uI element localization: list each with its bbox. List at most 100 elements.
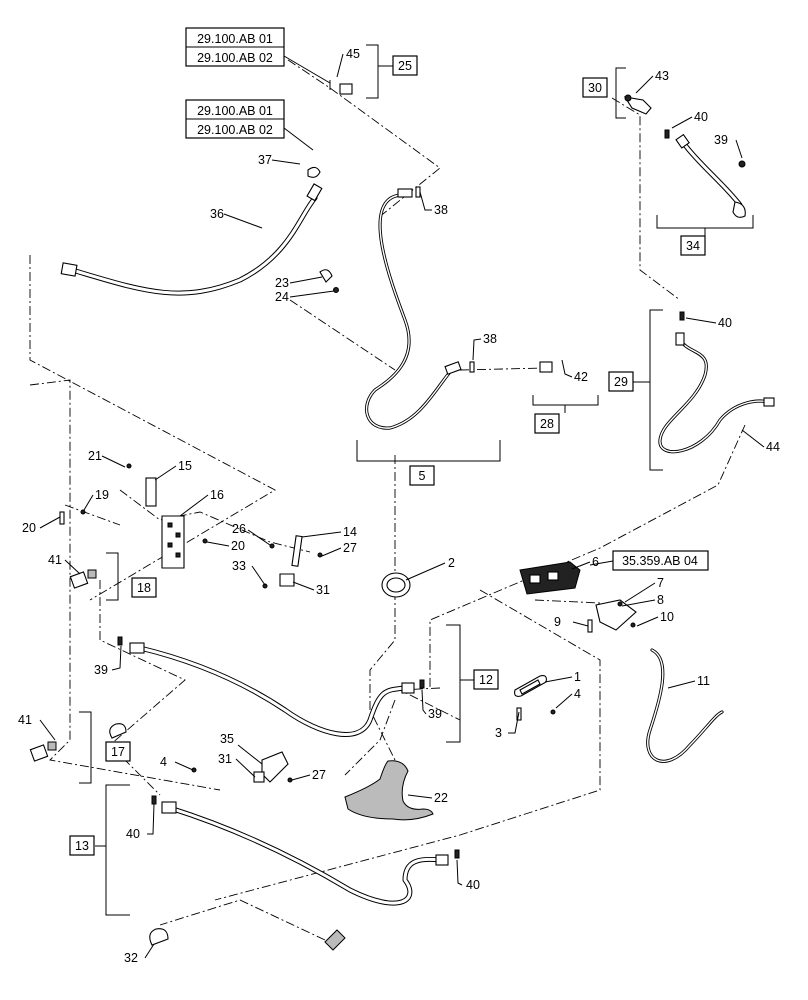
group-bracket-13: [95, 784, 130, 916]
callout-39: 39: [428, 707, 442, 721]
callout-12: 12: [479, 673, 493, 687]
fitting-41-upper: [69, 569, 97, 589]
hose-36: [60, 183, 323, 296]
callout-11: 11: [697, 674, 710, 688]
callout-4: 4: [574, 687, 581, 701]
callout-24: 24: [275, 290, 289, 304]
callout-2: 2: [448, 556, 455, 570]
callout-40: 40: [694, 110, 708, 124]
callout-25: 25: [398, 59, 412, 73]
callout-4: 4: [160, 755, 167, 769]
clamp-17: [109, 723, 127, 739]
tube-5: [365, 188, 462, 430]
group-bracket-17: [79, 711, 92, 784]
callout-13: 13: [75, 839, 89, 853]
valve-6: [519, 561, 581, 595]
group-bracket-34: [656, 215, 754, 236]
callout-40: 40: [466, 878, 480, 892]
clip-37: [307, 166, 321, 178]
ref-label: 35.359.AB 04: [622, 554, 698, 568]
callout-3: 3: [495, 726, 502, 740]
callout-40: 40: [718, 316, 732, 330]
callout-20: 20: [22, 521, 36, 535]
ref-label: 29.100.AB 02: [197, 51, 273, 65]
callout-5: 5: [419, 469, 426, 483]
callout-42: 42: [574, 370, 588, 384]
callout-36: 36: [210, 207, 224, 221]
fitting-43: [623, 94, 652, 115]
ref-label: 29.100.AB 02: [197, 123, 273, 137]
callout-41: 41: [48, 553, 62, 567]
reference-mid: 29.100.AB 01 29.100.AB 02: [185, 99, 314, 151]
callout-45: 45: [346, 47, 360, 61]
callout-29: 29: [614, 375, 628, 389]
callout-28: 28: [540, 417, 554, 431]
ref-label: 29.100.AB 01: [197, 104, 273, 118]
callout-44: 44: [766, 440, 780, 454]
group-bracket-30: [615, 67, 626, 119]
hose-39: [129, 642, 415, 737]
callout-26: 26: [232, 522, 246, 536]
callout-38: 38: [483, 332, 497, 346]
callout-14: 14: [343, 525, 357, 539]
callout-10: 10: [660, 610, 674, 624]
clamp-32: [149, 928, 169, 946]
lever-22: [344, 760, 434, 821]
callout-20: 20: [231, 539, 245, 553]
callout-17: 17: [111, 745, 125, 759]
callout-37: 37: [258, 153, 272, 167]
callout-32: 32: [124, 951, 138, 965]
tube-29: [658, 332, 775, 454]
grommet-2: [381, 572, 411, 598]
callout-34: 34: [686, 239, 700, 253]
callout-16: 16: [210, 488, 224, 502]
group-bracket-28: [532, 395, 599, 413]
group-bracket-12: [446, 624, 474, 743]
callout-33: 33: [232, 559, 246, 573]
callout-27: 27: [343, 541, 357, 555]
bracket-14: [262, 535, 323, 589]
oring-39-top: [738, 160, 746, 168]
reference-top: 29.100.AB 01 29.100.AB 02: [185, 27, 331, 84]
callout-35: 35: [220, 732, 234, 746]
leaders: [39, 53, 765, 959]
callout-40: 40: [126, 827, 140, 841]
callout-numbers: 45 37 36 38 23 24 38 42 43 40 39 40 44 2…: [18, 47, 780, 965]
fitting-45: [329, 80, 353, 95]
callout-7: 7: [657, 576, 664, 590]
harness-11: [646, 648, 724, 763]
callout-6: 6: [592, 555, 599, 569]
callout-9: 9: [554, 615, 561, 629]
group-bracket-25: [366, 44, 393, 99]
fitting-42: [539, 361, 553, 373]
callout-39: 39: [94, 663, 108, 677]
phantom-lines: [29, 59, 746, 941]
callout-15: 15: [178, 459, 192, 473]
callout-1: 1: [574, 670, 581, 684]
fitting-cap: [324, 929, 346, 951]
callout-41: 41: [18, 713, 32, 727]
callout-30: 30: [588, 81, 602, 95]
boxed-callouts: 25 30 34 28 29 5 18 12 17 13: [69, 55, 706, 856]
bracket-16: [59, 463, 208, 569]
oring-40: [117, 129, 685, 859]
callout-21: 21: [88, 449, 102, 463]
bracket-7: [587, 599, 637, 633]
group-bracket-18: [106, 552, 119, 601]
reference-valve: 35.359.AB 04: [589, 550, 709, 571]
bracket-35: [191, 751, 293, 783]
group-bracket-5: [356, 440, 501, 462]
callout-18: 18: [137, 581, 151, 595]
callout-43: 43: [655, 69, 669, 83]
ref-label: 29.100.AB 01: [197, 32, 273, 46]
callout-23: 23: [275, 276, 289, 290]
handle-1: [514, 675, 556, 721]
group-bracket-29: [633, 309, 663, 471]
hose-13: [161, 801, 449, 906]
callout-27: 27: [312, 768, 326, 782]
callout-39: 39: [714, 133, 728, 147]
hose-34: [675, 133, 746, 218]
callout-8: 8: [657, 593, 664, 607]
callout-22: 22: [434, 791, 448, 805]
